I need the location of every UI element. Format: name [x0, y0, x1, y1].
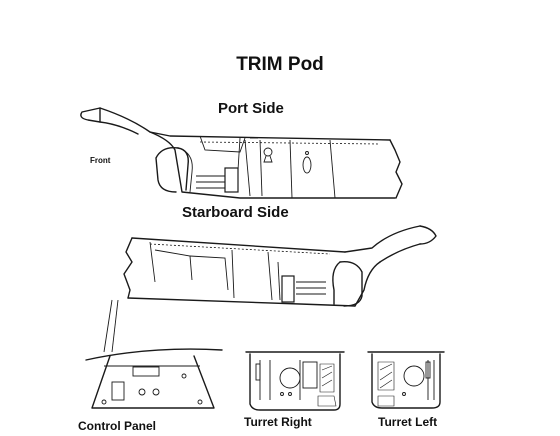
front-label: Front — [90, 156, 111, 165]
starboard-side-drawing — [103, 225, 437, 353]
port-side-drawing — [80, 107, 403, 199]
starboard-side-heading: Starboard Side — [182, 204, 289, 221]
diagram-title: TRIM Pod — [236, 54, 324, 75]
turret-left-drawing — [367, 351, 445, 409]
control-panel-drawing — [85, 348, 223, 409]
port-side-heading: Port Side — [218, 100, 284, 117]
turret-left-label: Turret Left — [378, 415, 438, 429]
control-panel-label: Control Panel — [78, 419, 157, 433]
turret-right-label: Turret Right — [244, 415, 312, 429]
turret-right-drawing — [245, 351, 345, 411]
